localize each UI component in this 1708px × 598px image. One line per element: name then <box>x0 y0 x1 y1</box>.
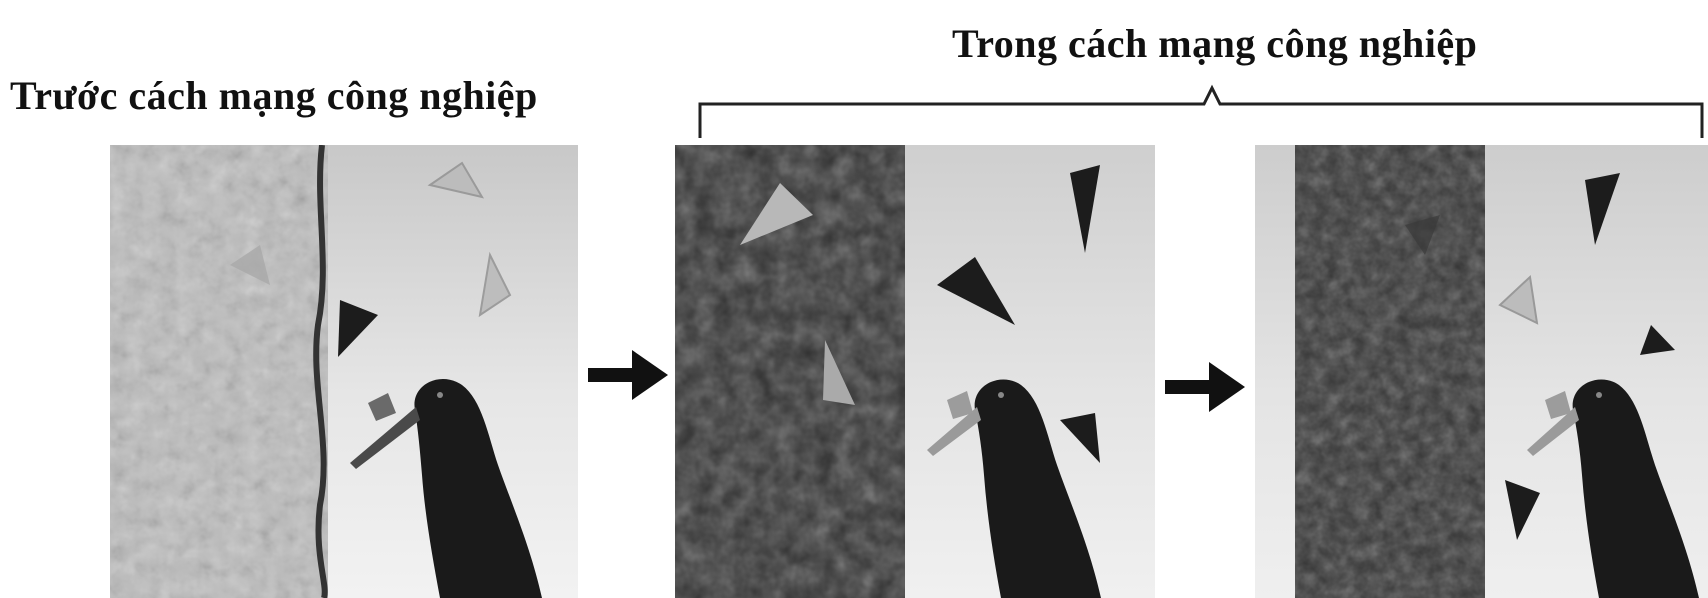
panel-during-industrial-revolution-early <box>675 145 1155 598</box>
arrow-right-icon <box>588 350 668 400</box>
bracket-during-industrial-revolution <box>0 0 1708 150</box>
panel-before-industrial-revolution <box>110 145 578 598</box>
light-bark-trunk <box>110 145 328 598</box>
panel-during-industrial-revolution-late <box>1255 145 1708 598</box>
dark-bark-trunk <box>1295 145 1485 598</box>
arrow-right-icon <box>1165 362 1245 412</box>
